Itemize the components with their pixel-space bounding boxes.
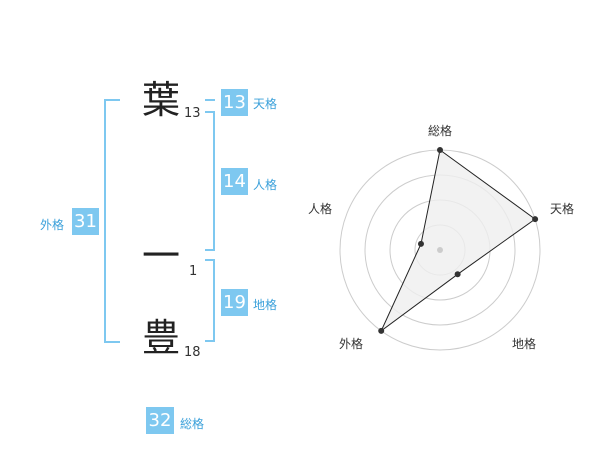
- axis-label-chikaku: 地格: [512, 337, 537, 351]
- name-char-2: 一: [142, 234, 181, 278]
- radar-point-0: [437, 147, 443, 153]
- name-char-1: 葉: [142, 78, 181, 122]
- axis-label-gaikaku: 外格: [339, 337, 364, 351]
- radar-center-dot: [437, 247, 443, 253]
- radar-series-polygon: [380, 149, 536, 332]
- name-char-3-strokes: 18: [184, 345, 201, 360]
- radar-point-3: [378, 327, 385, 334]
- outer-bracket: [104, 99, 120, 343]
- radar-point-4: [417, 240, 424, 247]
- chikaku-label: 地格: [253, 298, 278, 312]
- tenkaku-label: 天格: [253, 97, 278, 111]
- radar-point-2: [454, 271, 461, 278]
- chikaku-value: 19: [221, 289, 248, 316]
- axis-label-soukaku: 総格: [428, 124, 453, 138]
- axis-label-jinkaku: 人格: [308, 202, 333, 216]
- axis-label-tenkaku: 天格: [550, 202, 575, 216]
- jinkaku-value: 14: [221, 168, 248, 195]
- tenkaku-value: 13: [221, 89, 248, 116]
- gaikaku-label: 外格: [40, 218, 65, 232]
- name-char-1-strokes: 13: [184, 106, 201, 121]
- radar-point-1: [532, 216, 539, 223]
- soukaku-value: 32: [146, 407, 174, 434]
- name-char-2-strokes: 1: [189, 264, 198, 279]
- tenkaku-bracket: [205, 99, 215, 101]
- jinkaku-label: 人格: [253, 178, 278, 192]
- soukaku-label: 総格: [180, 417, 205, 431]
- jinkaku-bracket: [205, 111, 215, 251]
- chikaku-bracket: [205, 259, 215, 342]
- gaikaku-value: 31: [72, 208, 99, 235]
- name-char-3: 豊: [142, 316, 181, 360]
